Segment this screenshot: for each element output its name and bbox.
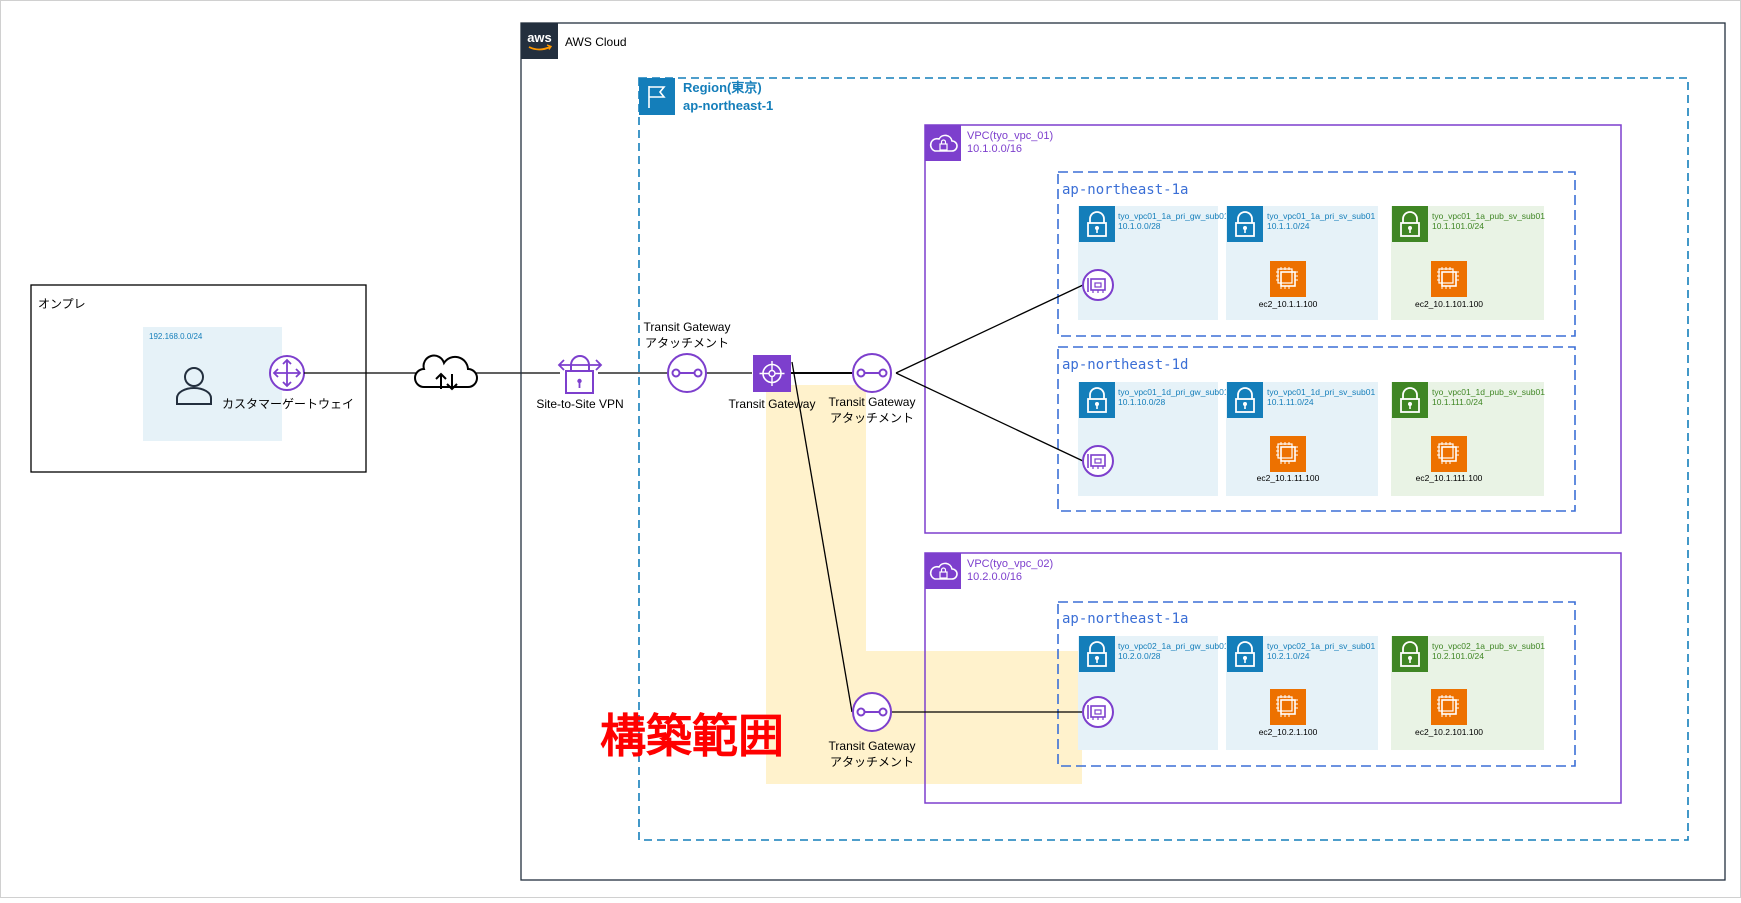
build-scope-label: 構築範囲 [600,710,784,762]
tgw-attachment-bottom-line1: Transit Gateway [829,739,916,753]
vpc2-az1-gw-name: tyo_vpc02_1a_pri_gw_sub01 [1118,641,1229,651]
vpc1-az2-pub-ec2-label: ec2_10.1.111.100 [1416,473,1483,483]
vpc1-az1-pub-name: tyo_vpc01_1a_pub_sv_sub01 [1432,211,1545,221]
vpc1-name: VPC(tyo_vpc_01) [967,130,1053,142]
vpc1-az2-gw-subnet: tyo_vpc01_1d_pri_gw_sub01 10.1.10.0/28 [1078,381,1229,496]
aws-cloud-group: aws AWS Cloud [520,22,1726,881]
vpc1-az1-pub-subnet: tyo_vpc01_1a_pub_sv_sub01 10.1.101.0/24 … [1391,205,1545,320]
transit-gateway-label: Transit Gateway [729,397,816,411]
vpc1-az1-ec2-label: ec2_10.1.1.100 [1259,299,1318,309]
vpc1-az1-gw-subnet-icon [1078,205,1116,243]
vpc1-az1-sv-subnet: tyo_vpc01_1a_pri_sv_sub01 10.1.1.0/24 ec… [1226,205,1378,320]
vpc2-az1-pub-ec2-label: ec2_10.2.101.100 [1415,727,1483,737]
vpc1-az2-sv-subnet: tyo_vpc01_1d_pri_sv_sub01 10.1.11.0/24 e… [1226,381,1378,496]
vpc1-az1-gw-subnet: tyo_vpc01_1a_pri_gw_sub01 10.1.0.0/28 [1078,205,1229,320]
vpc1-az2-ec2-icon [1269,435,1307,473]
vpc1-az2-name: ap-northeast-1d [1062,357,1188,373]
build-scope-highlight [766,385,1082,784]
customer-gateway-icon [269,355,305,391]
connection-lines [598,284,1084,713]
vpc2-az1-sv-name: tyo_vpc02_1a_pri_sv_sub01 [1267,641,1375,651]
vpc2-az1-eni-icon [1082,696,1114,728]
vpc2-az1-ec2-label: ec2_10.2.1.100 [1259,727,1318,737]
aws-logo-text: aws [527,30,552,45]
vpc2-az1-sv-subnet: tyo_vpc02_1a_pri_sv_sub01 10.2.1.0/24 ec… [1226,635,1378,750]
vpc2-name: VPC(tyo_vpc_02) [967,558,1053,570]
transit-gateway-icon [753,355,791,392]
vpc1-az1-ec2-icon [1269,260,1307,298]
tgw-attachment-bottom-line2: アタッチメント [830,755,914,769]
vpc1-az2-sv-subnet-icon [1226,381,1264,419]
vpc2-az1-gw-cidr: 10.2.0.0/28 [1118,651,1161,661]
vpc2-az1-gw-subnet: tyo_vpc02_1a_pri_gw_sub01 10.2.0.0/28 [1078,635,1229,750]
vpc1-az1-name: ap-northeast-1a [1062,182,1188,198]
vpc2-icon [924,552,962,590]
onprem-group: オンプレ 192.168.0.0/24 カスタマーゲートウェイ [30,284,367,473]
vpc1-group: VPC(tyo_vpc_01) 10.1.0.0/16 [924,124,1622,534]
vpc1-az2-gw-name: tyo_vpc01_1d_pri_gw_sub01 [1118,387,1229,397]
vpc1-az2-ec2-label: ec2_10.1.11.100 [1257,473,1320,483]
onprem-subnet [143,327,282,441]
vpc1-az1-gw-cidr: 10.1.0.0/28 [1118,221,1161,231]
vpc2-az-1a: ap-northeast-1a [1057,601,1576,767]
vpc1-az1-sv-subnet-icon [1226,205,1264,243]
vpc1-az2-eni-icon [1082,445,1114,477]
onprem-cidr: 192.168.0.0/24 [149,332,203,341]
vpc2-az1-sv-cidr: 10.2.1.0/24 [1267,651,1310,661]
vpc1-az1-pub-subnet-icon [1391,205,1429,243]
vpc2-az1-sv-subnet-icon [1226,635,1264,673]
vpc1-az2-sv-name: tyo_vpc01_1d_pri_sv_sub01 [1267,387,1375,397]
vpc1-az2-pub-subnet: tyo_vpc01_1d_pub_sv_sub01 10.1.111.0/24 … [1391,381,1545,496]
vpc1-az1-gw-name: tyo_vpc01_1a_pri_gw_sub01 [1118,211,1229,221]
region-id: ap-northeast-1 [683,98,773,113]
vpc2-az1-ec2-icon [1269,688,1307,726]
tgw-attachment-right-line2: アタッチメント [830,411,914,425]
vpc2-az1-pub-subnet-icon [1391,635,1429,673]
vpc1-az2-pub-name: tyo_vpc01_1d_pub_sv_sub01 [1432,387,1545,397]
vpc2-az1-gw-subnet-icon [1078,635,1116,673]
vpc1-az2-pub-cidr: 10.1.111.0/24 [1432,397,1483,407]
tgw-attachment-left-line1: Transit Gateway [644,320,731,334]
vpc1-az1-sv-cidr: 10.1.1.0/24 [1267,221,1310,231]
vpc1-az1-pub-cidr: 10.1.101.0/24 [1432,221,1484,231]
vpc1-az1-sv-name: tyo_vpc01_1a_pri_sv_sub01 [1267,211,1375,221]
vpc1-az-1a: ap-northeast-1a [1057,171,1576,337]
vpc1-az1-eni-icon [1082,269,1114,301]
site-to-site-vpn-icon [557,355,603,394]
vpc2-az1-pub-cidr: 10.2.101.0/24 [1432,651,1484,661]
region-name: Region(東京) [683,80,762,95]
region-group: Region(東京) ap-northeast-1 [638,77,1689,841]
vpc2-group: VPC(tyo_vpc_02) 10.2.0.0/16 [924,552,1622,804]
vpc1-cidr: 10.1.0.0/16 [967,143,1022,155]
onprem-title: オンプレ [38,297,86,311]
vpn-label: Site-to-Site VPN [536,397,623,411]
vpc1-az2-pub-ec2-icon [1430,435,1468,473]
user-icon [176,367,212,405]
vpc2-az1-name: ap-northeast-1a [1062,611,1188,627]
tgw-attachment-left-icon [667,353,707,393]
vpc1-az-1d: ap-northeast-1d [1057,346,1576,512]
aws-logo [521,23,558,59]
vpc2-az1-pub-ec2-icon [1430,688,1468,726]
tgw-attachment-right-icon [852,353,892,393]
tgw-attachment-left-line2: アタッチメント [645,336,729,350]
vpc1-az1-pub-ec2-icon [1430,260,1468,298]
vpc1-az1-pub-ec2-label: ec2_10.1.101.100 [1415,299,1483,309]
vpc1-icon [924,124,962,162]
vpc2-az1-pub-name: tyo_vpc02_1a_pub_sv_sub01 [1432,641,1545,651]
tgw-attachment-bottom-icon [852,692,892,732]
vpc2-az1-pub-subnet: tyo_vpc02_1a_pub_sv_sub01 10.2.101.0/24 … [1391,635,1545,750]
aws-cloud-title: AWS Cloud [565,35,627,49]
tgw-attachment-right-line1: Transit Gateway [829,395,916,409]
vpc1-az2-sv-cidr: 10.1.11.0/24 [1267,397,1314,407]
internet-cloud-icon [414,354,478,391]
vpc1-az2-gw-subnet-icon [1078,381,1116,419]
customer-gateway-label: カスタマーゲートウェイ [222,397,354,411]
vpc2-cidr: 10.2.0.0/16 [967,571,1022,583]
vpc1-az2-pub-subnet-icon [1391,381,1429,419]
vpc1-az2-gw-cidr: 10.1.10.0/28 [1118,397,1166,407]
